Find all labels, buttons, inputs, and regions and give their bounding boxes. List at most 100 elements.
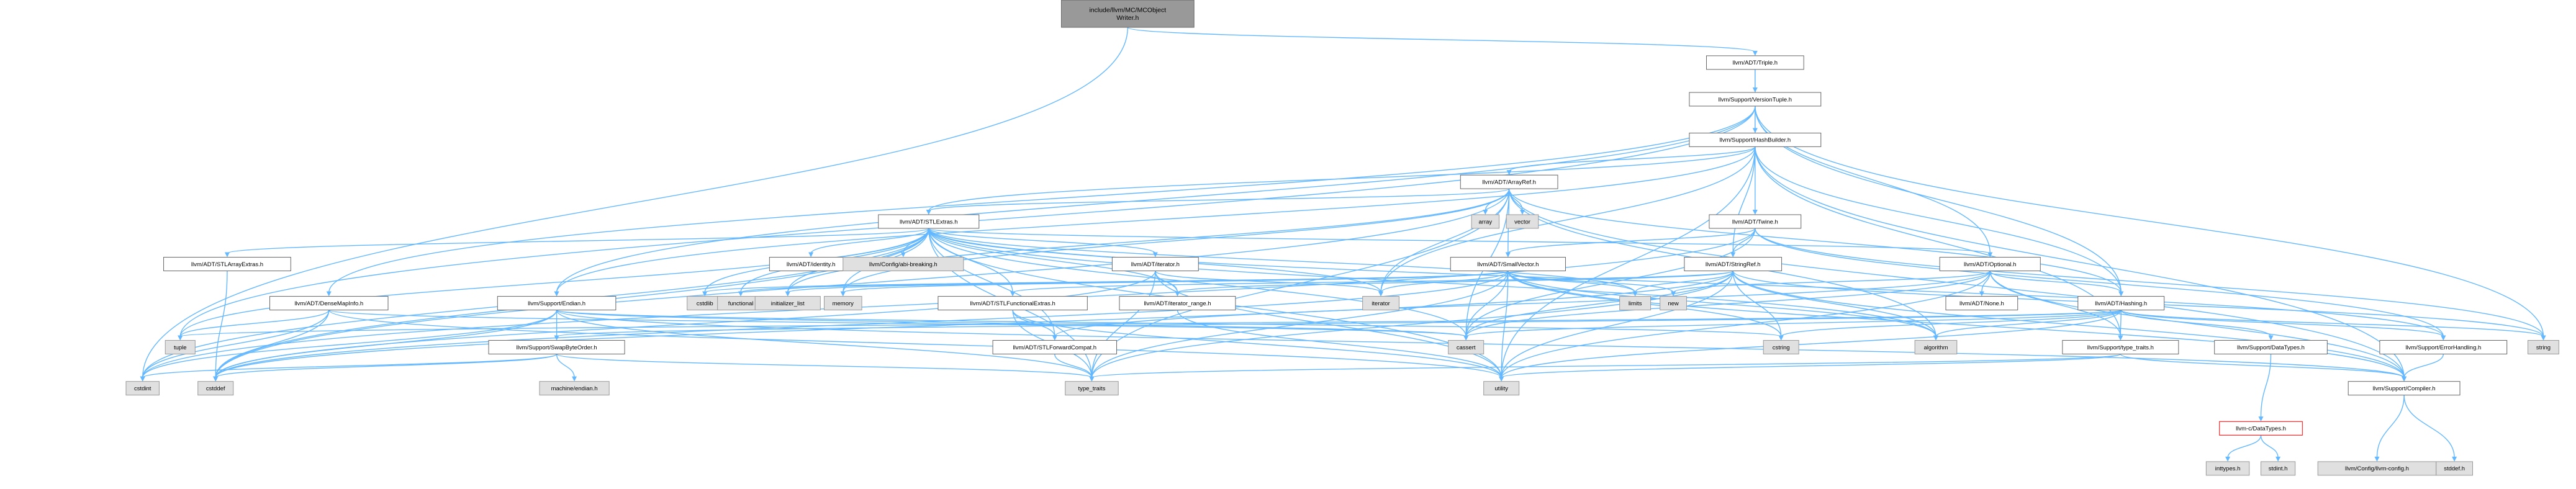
edge-hashbuilder-to-arrayref bbox=[1508, 146, 1756, 172]
node-label-string: string bbox=[2536, 344, 2551, 351]
edge-endian-to-cstdint bbox=[142, 310, 558, 378]
edge-datatypes-to-cdatatypes bbox=[2260, 354, 2272, 418]
edge-arrowhead-versiontuple-to-hashbuilder bbox=[1752, 128, 1758, 133]
node-box-stlarrayextras bbox=[163, 257, 291, 272]
node-machineendian: machine/endian.h bbox=[539, 381, 610, 396]
edge-arrowhead-typetraitsh-to-utility bbox=[1499, 376, 1504, 382]
node-label-stlextras: llvm/ADT/STLExtras.h bbox=[900, 218, 957, 225]
edge-hashbuilder-to-utility bbox=[1501, 146, 1756, 378]
node-endian[interactable]: llvm/Support/Endian.h bbox=[497, 296, 617, 311]
node-arrayref[interactable]: llvm/ADT/ArrayRef.h bbox=[1460, 174, 1558, 189]
node-box-versiontuple bbox=[1689, 92, 1822, 107]
node-label-root: include/llvm/MC/MCObject bbox=[1089, 6, 1166, 14]
node-cdatatypes[interactable]: llvm-c/DataTypes.h bbox=[2219, 421, 2303, 436]
node-box-utility bbox=[1483, 381, 1520, 396]
edge-stringref-to-cassert bbox=[1465, 271, 1733, 337]
edge-arrowhead-smallvector-to-functional bbox=[738, 291, 744, 297]
node-box-noneh bbox=[1945, 296, 2018, 311]
node-typetraitsh[interactable]: llvm/Support/type_traits.h bbox=[2062, 339, 2179, 354]
edge-arrowhead-arrayref-to-vector bbox=[1520, 209, 1525, 215]
node-noneh[interactable]: llvm/ADT/None.h bbox=[1945, 296, 2018, 311]
node-box-cstddef bbox=[197, 381, 234, 396]
node-datatypes[interactable]: llvm/Support/DataTypes.h bbox=[2214, 339, 2328, 354]
node-stlforward[interactable]: llvm/ADT/STLForwardCompat.h bbox=[992, 339, 1117, 354]
node-stringref[interactable]: llvm/ADT/StringRef.h bbox=[1684, 257, 1783, 272]
edge-arrowhead-errorhandling-to-compiler bbox=[2402, 376, 2407, 382]
node-triple[interactable]: llvm/ADT/Triple.h bbox=[1706, 55, 1804, 70]
node-identity[interactable]: llvm/ADT/identity.h bbox=[769, 257, 853, 272]
edge-arrowhead-cdatatypes-to-stdint bbox=[2275, 456, 2281, 462]
edge-versiontuple-to-optional bbox=[1755, 105, 1991, 254]
node-stlfunctional[interactable]: llvm/ADT/STLFunctionalExtras.h bbox=[938, 296, 1088, 311]
node-stlarrayextras[interactable]: llvm/ADT/STLArrayExtras.h bbox=[163, 257, 291, 272]
node-iteratorrange[interactable]: llvm/ADT/iterator_range.h bbox=[1119, 296, 1236, 311]
edge-smallvector-to-limits bbox=[1507, 271, 1636, 293]
node-errorhandling[interactable]: llvm/Support/ErrorHandling.h bbox=[2379, 339, 2508, 354]
edge-arrowhead-versiontuple-to-densemapinfo bbox=[326, 291, 332, 297]
edge-iteratorh-to-utility bbox=[1155, 271, 1502, 378]
edge-arrowhead-twine-to-stringref bbox=[1730, 252, 1736, 258]
node-label-configbreaking: llvm/Config/abi-breaking.h bbox=[869, 261, 938, 268]
edge-arrayref-to-vector bbox=[1508, 189, 1523, 212]
node-hashbuilder[interactable]: llvm/Support/HashBuilder.h bbox=[1689, 132, 1822, 147]
node-swapbyteorder[interactable]: llvm/Support/SwapByteOrder.h bbox=[488, 339, 625, 354]
edge-densemapinfo-to-cassert bbox=[328, 309, 1467, 338]
edge-arrowhead-hashing-to-swapbyteorder bbox=[554, 335, 559, 341]
node-box-vector bbox=[1506, 214, 1539, 229]
edge-typetraitsh-to-utility bbox=[1501, 353, 2122, 379]
edge-stringref-to-cstring bbox=[1732, 271, 1782, 337]
edge-densemapinfo-to-cstddef bbox=[215, 310, 330, 378]
node-label-llvmconfig: llvm/Config/llvm-config.h bbox=[2345, 465, 2409, 472]
node-label-cstdint: cstdint bbox=[134, 385, 151, 392]
node-functional: functional bbox=[717, 296, 764, 311]
edge-swapbyteorder-to-cstdint bbox=[142, 353, 558, 379]
node-stlextras[interactable]: llvm/ADT/STLExtras.h bbox=[878, 214, 980, 229]
node-box-iteratorh bbox=[1111, 257, 1199, 272]
edge-arrowhead-compiler-to-llvmconfig bbox=[2374, 456, 2380, 462]
node-hashing[interactable]: llvm/ADT/Hashing.h bbox=[2077, 296, 2165, 311]
edge-arrowhead-compiler-to-stddef bbox=[2452, 456, 2457, 462]
node-iteratorh[interactable]: llvm/ADT/iterator.h bbox=[1111, 257, 1199, 272]
edge-arrowhead-hashing-to-tuple bbox=[178, 335, 183, 341]
edge-densemapinfo-to-cstdint bbox=[142, 310, 330, 378]
node-smallvector[interactable]: llvm/ADT/SmallVector.h bbox=[1450, 257, 1566, 272]
node-optional[interactable]: llvm/ADT/Optional.h bbox=[1939, 257, 2041, 272]
edge-typetraitsh-to-compiler bbox=[2120, 353, 2405, 379]
edge-stlarrayextras-to-cstddef bbox=[215, 271, 228, 378]
node-label-endian: llvm/Support/Endian.h bbox=[528, 300, 585, 307]
node-compiler[interactable]: llvm/Support/Compiler.h bbox=[2348, 381, 2461, 396]
edge-stringref-to-compiler bbox=[1732, 271, 2405, 378]
node-label-stddef: stddef.h bbox=[2444, 465, 2465, 472]
node-box-iterator bbox=[1362, 296, 1399, 311]
edge-hashing-to-tuple bbox=[179, 309, 2122, 338]
node-box-cassert bbox=[1448, 339, 1485, 354]
edge-stringref-to-utility bbox=[1501, 271, 1733, 378]
edge-endian-to-type_traits bbox=[556, 310, 1093, 378]
edge-hashbuilder-to-typetraitsh bbox=[1755, 146, 2122, 337]
edge-hashing-to-utility bbox=[1501, 310, 2122, 378]
node-twine[interactable]: llvm/ADT/Twine.h bbox=[1709, 214, 1802, 229]
edge-arrayref-to-hashing bbox=[1508, 189, 2122, 293]
edge-hashbuilder-to-compiler bbox=[1755, 146, 2405, 378]
node-stdint: stdint.h bbox=[2261, 461, 2296, 476]
edge-arrowhead-swapbyteorder-to-cstddef bbox=[213, 376, 219, 382]
node-new: new bbox=[1660, 296, 1687, 311]
edge-arrowhead-hashing-to-errorhandling bbox=[2441, 335, 2446, 341]
node-densemapinfo[interactable]: llvm/ADT/DenseMapInfo.h bbox=[269, 296, 389, 311]
edge-twine-to-cassert bbox=[1465, 228, 1756, 337]
edge-hashbuilder-to-stringref bbox=[1732, 146, 1756, 254]
edge-stlextras-to-iteratorh bbox=[928, 228, 1156, 254]
node-box-typetraitsh bbox=[2062, 339, 2179, 354]
edge-arrayref-to-compiler bbox=[1508, 189, 2405, 378]
node-box-algorithm bbox=[1914, 339, 1958, 354]
node-tuple: tuple bbox=[165, 339, 196, 354]
edge-hashing-to-string bbox=[2120, 309, 2544, 338]
node-box-optional bbox=[1939, 257, 2041, 272]
edge-stlextras-to-tuple bbox=[179, 228, 929, 337]
edge-arrowhead-datatypes-to-cdatatypes bbox=[2258, 416, 2264, 422]
node-box-cstdint bbox=[125, 381, 160, 396]
node-cassert: cassert bbox=[1448, 339, 1485, 354]
node-versiontuple[interactable]: llvm/Support/VersionTuple.h bbox=[1689, 92, 1822, 107]
